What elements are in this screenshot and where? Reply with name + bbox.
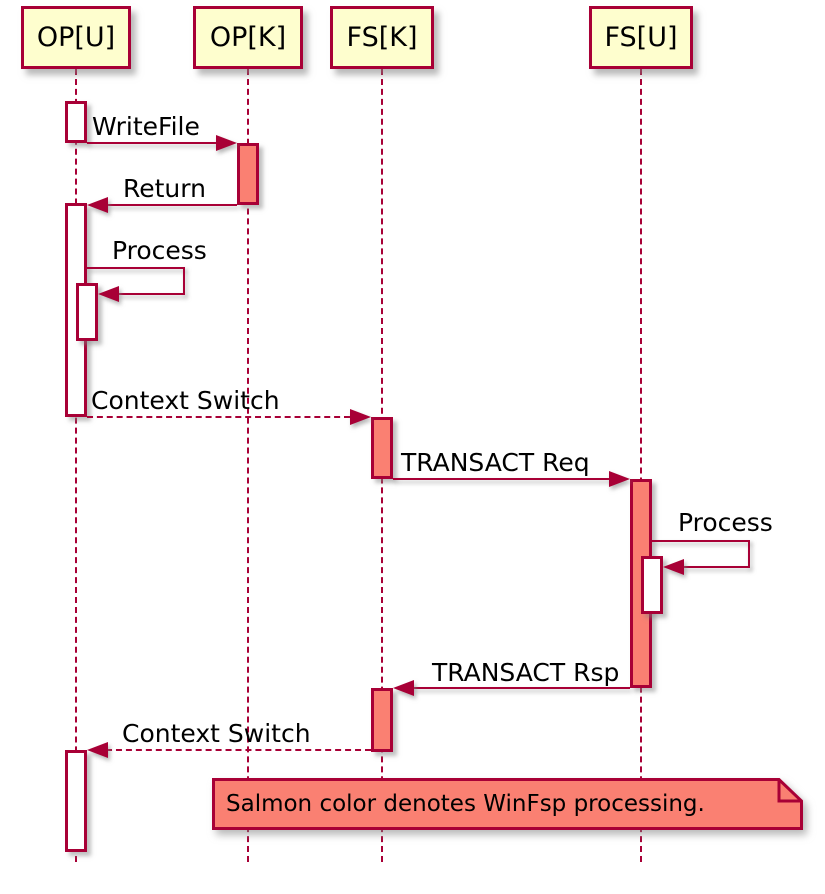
participant-op-u: OP[U]: [21, 6, 131, 69]
activation-fs-k-winfsp-1: [371, 417, 393, 479]
activation-op-u-process: [76, 283, 98, 341]
arrowhead-writefile: [216, 135, 237, 151]
participant-fs-k: FS[K]: [330, 6, 434, 69]
arrowhead-context-switch-1: [350, 409, 371, 425]
message-label-context-switch-1: Context Switch: [91, 386, 280, 415]
message-line-return: [106, 204, 237, 206]
activation-fs-k-winfsp-2: [371, 688, 393, 752]
self-message-fs-u-bottom-line: [682, 566, 750, 568]
participant-fs-k-label: FS[K]: [346, 22, 418, 53]
activation-op-k-winfsp: [237, 143, 259, 205]
message-label-process-fs-u: Process: [678, 508, 773, 537]
self-message-op-u-right-line: [183, 267, 185, 295]
message-label-context-switch-2: Context Switch: [122, 719, 311, 748]
note-shape: [212, 778, 803, 830]
self-message-op-u-top-line: [87, 267, 185, 269]
message-line-writefile: [87, 142, 218, 144]
self-message-fs-u-top-line: [652, 540, 750, 542]
lifeline-op-k: [247, 69, 249, 862]
arrowhead-context-switch-2: [87, 742, 108, 758]
arrowhead-process-fs-u: [663, 559, 684, 575]
message-line-context-switch-1: [87, 416, 350, 418]
message-label-transact-req: TRANSACT Req: [401, 448, 590, 477]
self-message-op-u-bottom-line: [117, 293, 185, 295]
arrowhead-transact-rsp: [393, 680, 414, 696]
activation-fs-u-process: [641, 556, 663, 614]
note-text: Salmon color denotes WinFsp processing.: [226, 791, 705, 817]
participant-op-u-label: OP[U]: [36, 22, 116, 53]
participant-fs-u: FS[U]: [589, 6, 693, 69]
message-line-transact-rsp: [412, 687, 630, 689]
message-label-transact-rsp: TRANSACT Rsp: [432, 658, 620, 687]
arrowhead-process-op-u: [98, 286, 119, 302]
participant-op-k-label: OP[K]: [209, 22, 287, 53]
activation-op-u-1: [65, 101, 87, 143]
message-label-writefile: WriteFile: [92, 112, 200, 141]
lifeline-fs-u: [640, 69, 642, 862]
lifeline-op-u: [75, 69, 77, 862]
message-line-transact-req: [393, 478, 611, 480]
self-message-fs-u-right-line: [748, 540, 750, 568]
message-label-return: Return: [123, 174, 206, 203]
message-label-process-op-u: Process: [112, 236, 207, 265]
message-line-context-switch-2: [106, 749, 371, 751]
activation-op-u-3: [65, 750, 87, 852]
arrowhead-transact-req: [609, 471, 630, 487]
participant-op-k: OP[K]: [193, 6, 303, 69]
arrowhead-return: [87, 197, 108, 213]
participant-fs-u-label: FS[U]: [604, 22, 678, 53]
